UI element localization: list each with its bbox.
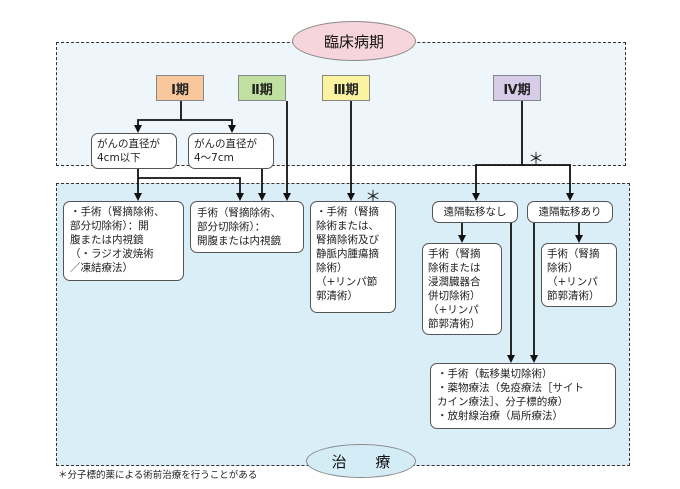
treatment-label: 治 療	[306, 444, 416, 478]
stage-2-box: Ⅱ期	[238, 75, 286, 101]
treatment-stage-4-metastasis-box: 手術（腎摘 除術） （+リンパ 節郭清術）	[541, 243, 617, 307]
treatment-stage-1-2-box: 手術（腎摘除術、 部分切除術）： 開腹または内視鏡	[190, 201, 304, 253]
treatment-stage-4-combined-box: ・手術（転移巣切除術） ・薬物療法（免疫療法［サイト カイン療法］、分子標的療）…	[430, 363, 616, 429]
arrow-s4-down	[472, 101, 523, 201]
diameter-4cm-box: がんの直径が 4cm以下	[91, 133, 177, 169]
diameter-4-7cm-box: がんの直径が 4～7cm	[188, 133, 274, 169]
treatment-stage-4-no-metastasis-box: 手術（腎摘 除術または 浸潤臓器合 併切除術） （+リンパ 節郭清術）	[422, 243, 502, 335]
treatment-stage-3-box: ・手術（腎摘 除術または、 腎摘除術及び 静脈内腫瘍摘 除術） （+リンパ節 郭…	[310, 201, 396, 313]
arrow-s1-to-4cm	[134, 101, 182, 133]
footnote: ＊分子標的薬による術前治療を行うことがある	[58, 470, 258, 481]
stage-4-asterisk: ＊	[528, 149, 545, 168]
stage-3-box: Ⅲ期	[322, 75, 370, 101]
distant-metastasis-box: 遠隔転移あり	[527, 201, 613, 223]
no-distant-metastasis-box: 遠隔転移なし	[432, 201, 518, 223]
arrow-4cm-to-t2	[138, 177, 244, 201]
stage-1-box: Ⅰ期	[156, 75, 204, 101]
clinical-stage-label: 臨床病期	[292, 21, 416, 61]
treatment-stage-1-small-box: ・手術（腎摘除術、 部分切除術）：開 腹または内視鏡 （・ラジオ波焼術 ／凍結療…	[63, 201, 184, 281]
stage-4-box: Ⅳ期	[493, 75, 541, 101]
arrow-s1-to-4-7cm	[181, 119, 236, 133]
arrow-s4-right	[522, 164, 574, 201]
